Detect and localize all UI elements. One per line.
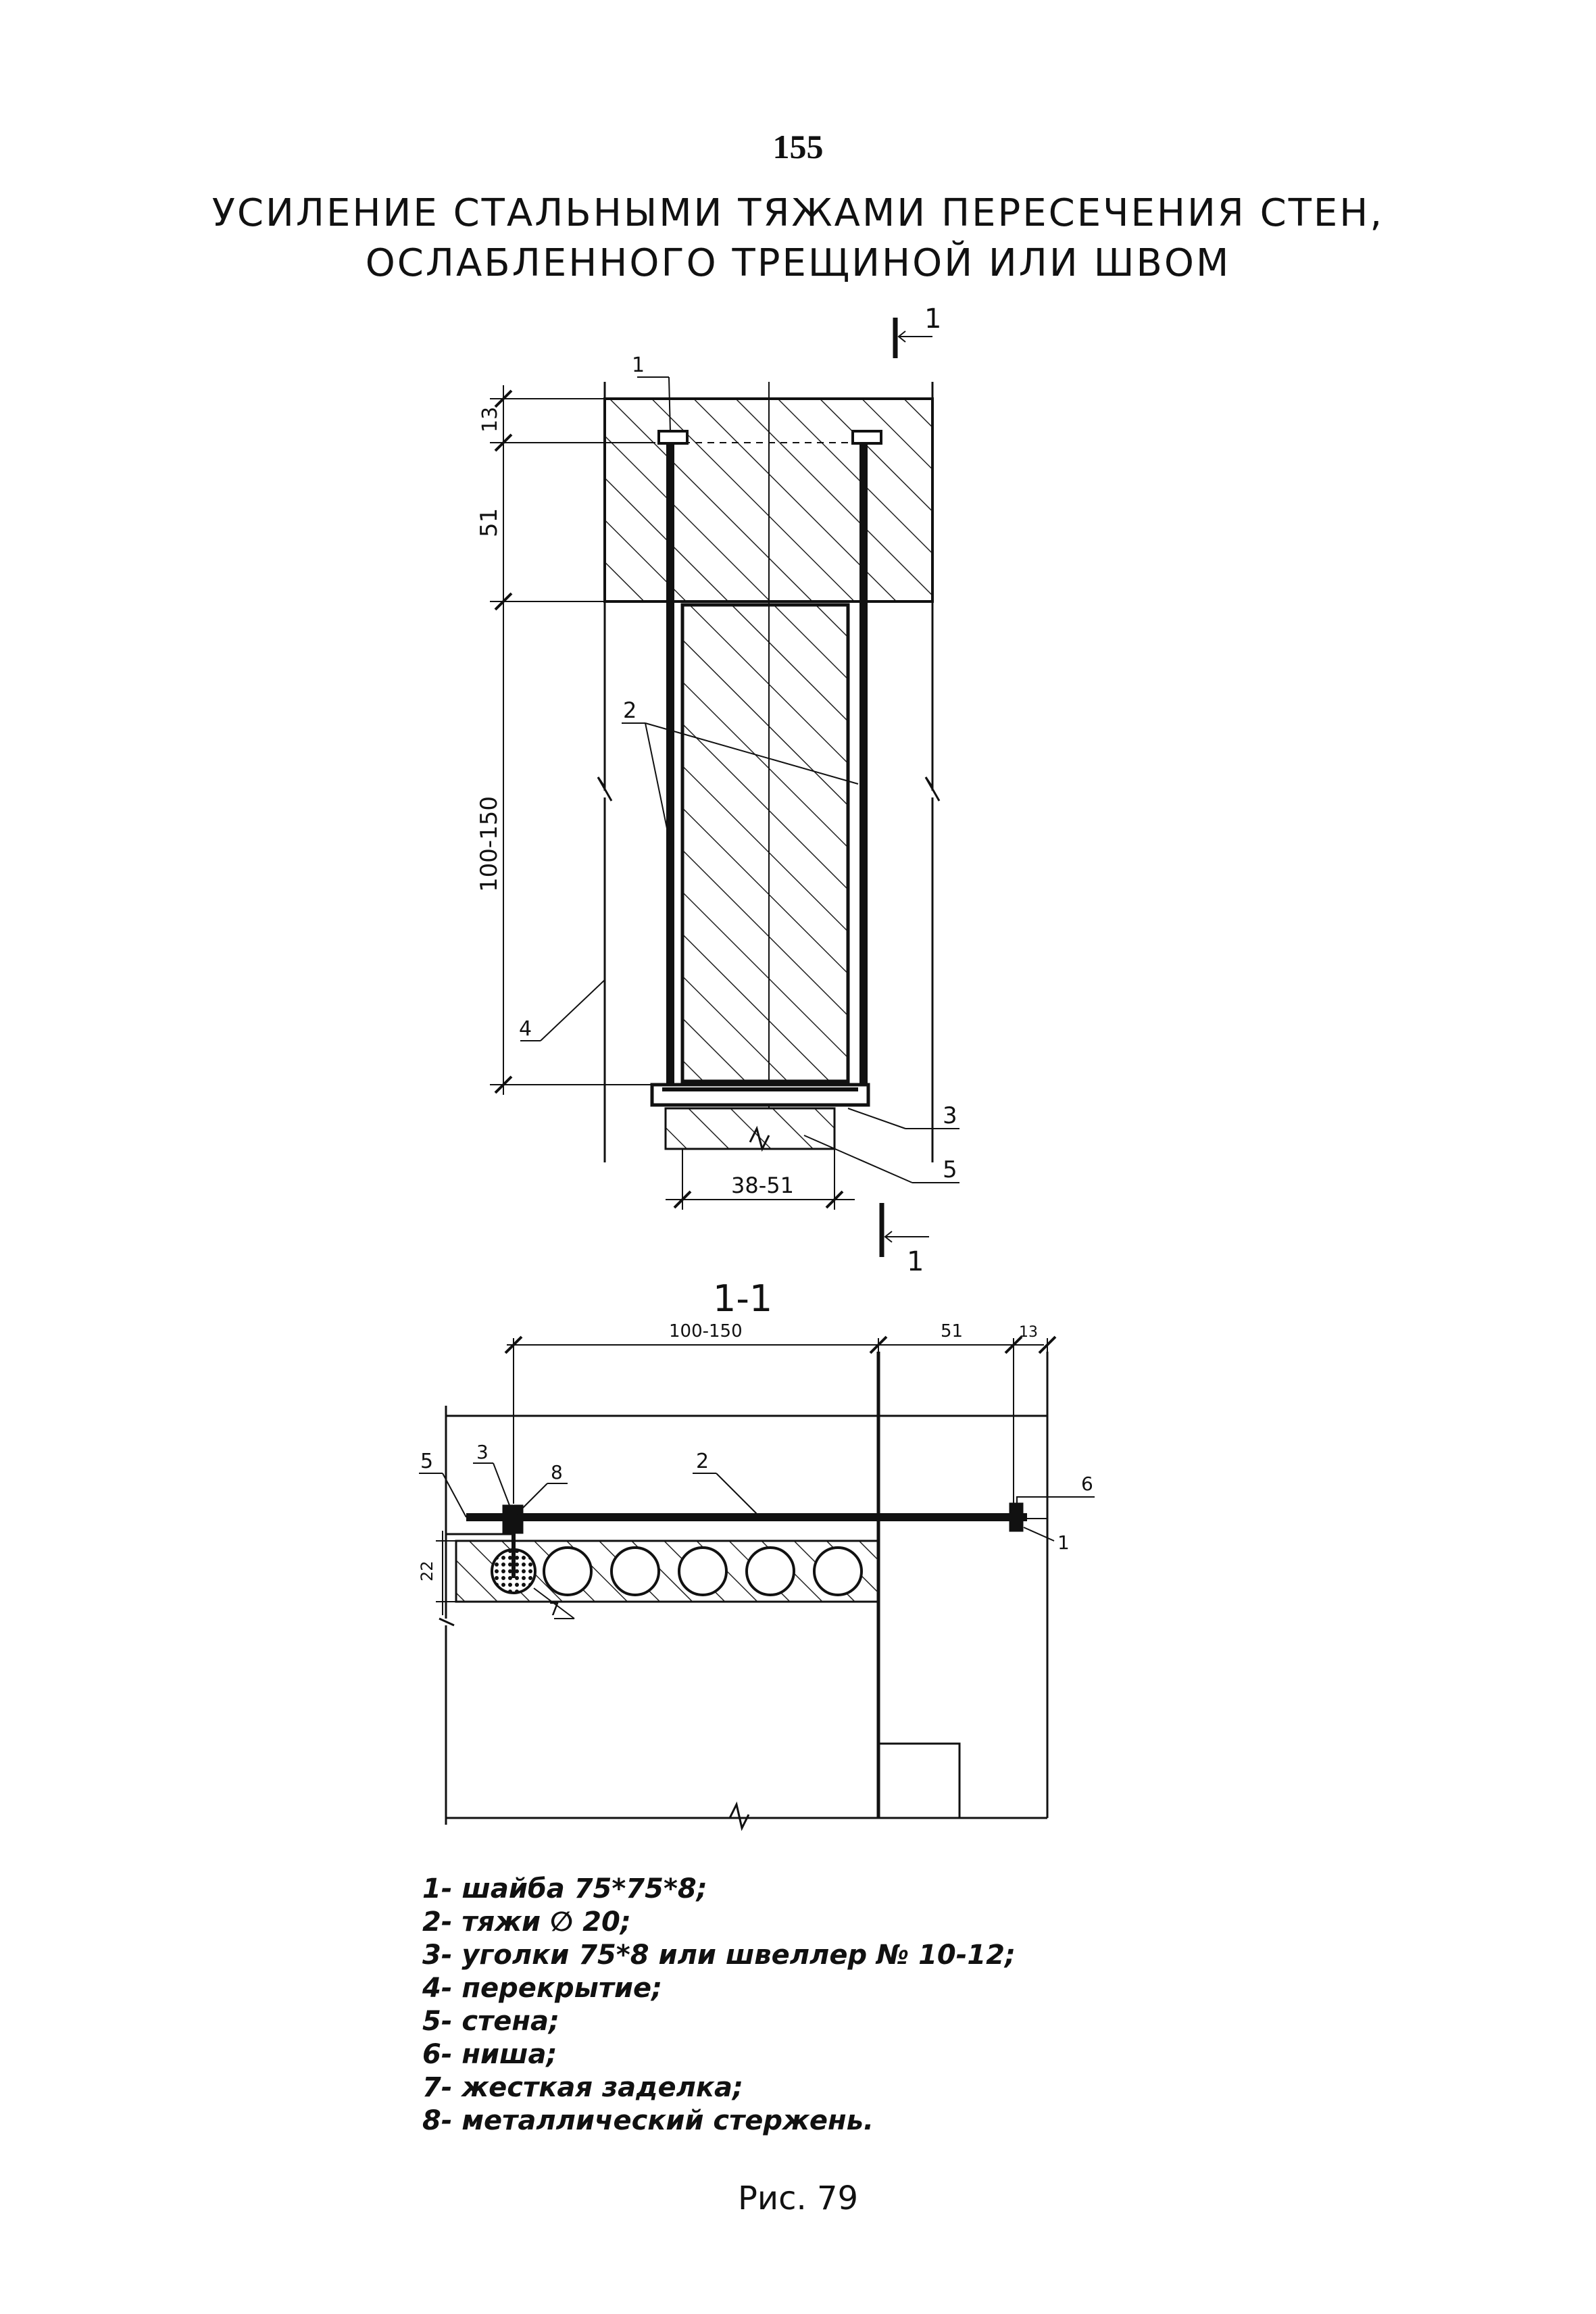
plan-base-strip — [664, 1107, 836, 1150]
plan-callout-5: 5 — [943, 1156, 957, 1183]
plan-callout-1: 1 — [632, 353, 645, 377]
legend: 1- шайба 75*75*8; 2- тяжи ∅ 20; 3- уголк… — [422, 1875, 1016, 2140]
section-callout-6: 6 — [1081, 1473, 1093, 1495]
page-number: 155 — [772, 128, 824, 166]
section-callout-1: 1 — [1057, 1531, 1070, 1554]
plan-dim-top: 13 — [478, 407, 502, 433]
section-dim-slab: 22 — [418, 1560, 437, 1581]
legend-item: 5- стена; — [422, 2006, 560, 2037]
drawing-title-line-1: УСИЛЕНИЕ СТАЛЬНЫМИ ТЯЖАМИ ПЕРЕСЕЧЕНИЯ СТ… — [211, 191, 1385, 235]
plan-callout-4: 4 — [519, 1017, 532, 1041]
section-view — [419, 1335, 1095, 1831]
section-callout-5: 5 — [420, 1450, 433, 1473]
plan-callout-3: 3 — [943, 1102, 957, 1129]
plan-section-mark-top: 1 — [924, 303, 941, 335]
figure-caption: Рис. 79 — [737, 2180, 859, 2217]
section-callout-8: 8 — [551, 1461, 563, 1483]
legend-item: 7- жесткая заделка; — [422, 2072, 744, 2103]
plan-wall-column — [680, 603, 850, 1083]
legend-item: 1- шайба 75*75*8; — [422, 1873, 707, 1904]
section-callout-7: 7 — [549, 1600, 560, 1620]
drawing-title-line-2: ОСЛАБЛЕННОГО ТРЕЩИНОЙ ИЛИ ШВОМ — [365, 241, 1231, 285]
section-dim-span: 100-150 — [669, 1321, 743, 1341]
plan-dim-span: 100-150 — [476, 796, 503, 892]
section-callout-2: 2 — [696, 1450, 709, 1473]
plan-dim-width: 38-51 — [731, 1173, 794, 1198]
section-dim-end: 13 — [1019, 1324, 1038, 1341]
plan-washer-left — [657, 430, 689, 445]
legend-item: 4- перекрытие; — [422, 1973, 663, 2004]
section-title: 1-1 — [713, 1277, 772, 1320]
plan-section-mark-bottom: 1 — [907, 1246, 924, 1277]
legend-item: 2- тяжи ∅ 20; — [422, 1906, 631, 1938]
plan-callout-2: 2 — [623, 697, 637, 723]
section-dim-mid: 51 — [941, 1321, 963, 1341]
legend-item: 8- металлический стержень. — [422, 2105, 874, 2136]
plan-view — [490, 318, 959, 1257]
section-opening — [877, 1742, 961, 1819]
legend-item: 3- уголки 75*8 или швеллер № 10-12; — [422, 1940, 1016, 1971]
legend-item: 6- ниша; — [422, 2039, 557, 2070]
section-callout-3: 3 — [476, 1441, 489, 1463]
plan-washer-right — [851, 430, 882, 445]
plan-dim-upper: 51 — [476, 508, 503, 537]
